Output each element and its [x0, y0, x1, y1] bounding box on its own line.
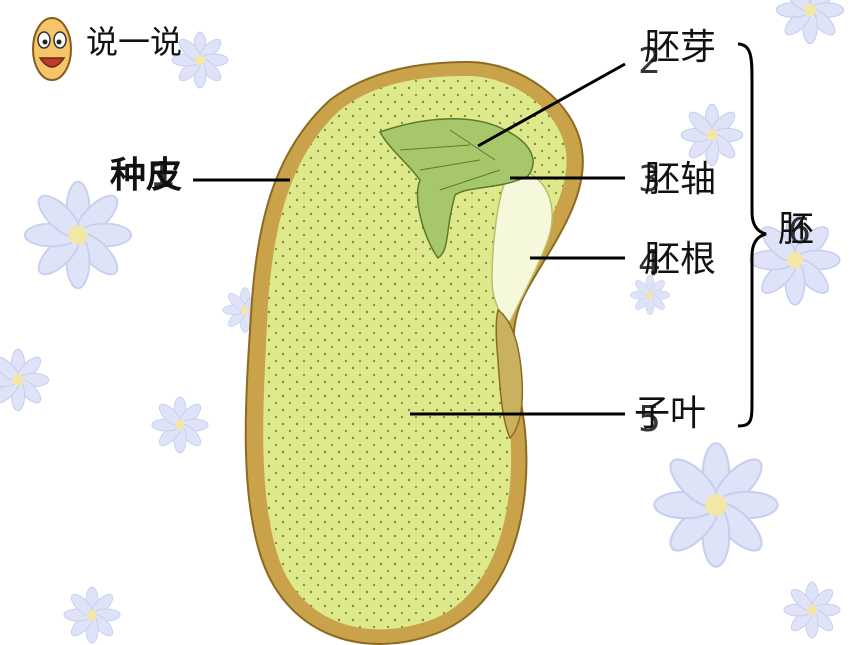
label-radicle: 胚根	[644, 239, 717, 280]
label-cotyledon: 子叶	[634, 393, 707, 434]
label-seed-coat: 种皮	[110, 155, 183, 196]
page-title: 说一说	[86, 23, 183, 61]
label-hypocotyl-number: 3	[638, 159, 661, 200]
radicle	[491, 169, 553, 324]
label-embryo: 胚	[778, 209, 815, 250]
label-hypocotyl: 胚轴	[644, 159, 717, 200]
hilum	[495, 308, 524, 440]
label-cotyledon-number: 5	[638, 399, 661, 440]
smiley-face-icon	[32, 17, 72, 81]
plumule	[378, 118, 534, 260]
leader-plumule	[477, 62, 626, 148]
label-plumule-number: 2	[638, 41, 661, 82]
label-radicle-number: 4	[638, 243, 661, 284]
label-seed-coat-number: 1	[150, 155, 176, 196]
label-plumule: 胚芽	[644, 27, 717, 68]
label-embryo-number: 6	[788, 211, 811, 252]
embryo-brace	[737, 42, 767, 428]
